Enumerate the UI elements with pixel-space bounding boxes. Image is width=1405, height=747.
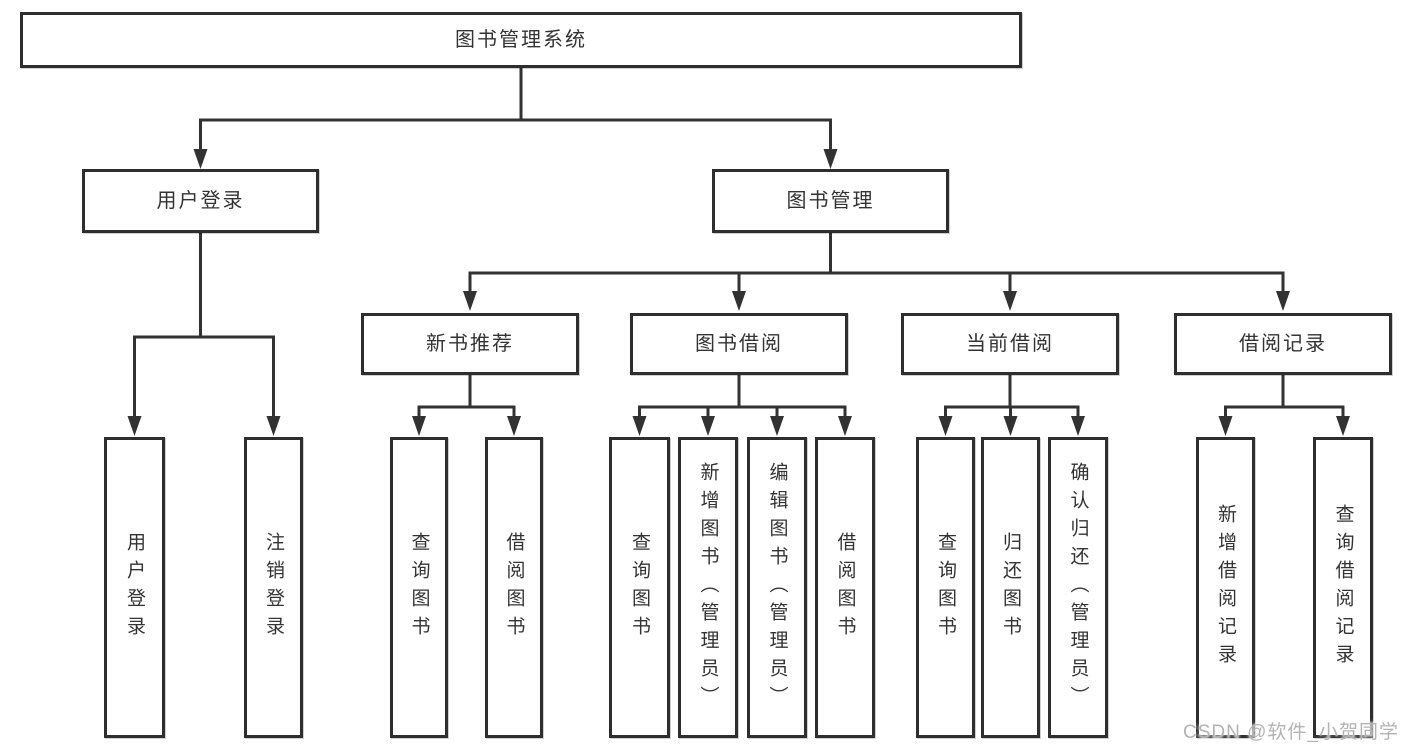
leaf-query-borrow-record: 查询借阅记录 <box>1313 437 1373 738</box>
leaf-borrow-books-2: 借阅图书 <box>815 437 875 738</box>
node-label: 查询借阅记录 <box>1332 503 1354 672</box>
node-borrowing-records: 借阅记录 <box>1174 313 1392 375</box>
node-label: 编辑图书（管理员） <box>766 461 788 714</box>
node-label: 查询图书 <box>629 531 650 644</box>
node-book-borrowing: 图书借阅 <box>630 313 848 375</box>
node-current-borrowing: 当前借阅 <box>901 313 1119 375</box>
node-label: 图书借阅 <box>695 333 783 355</box>
node-label: 用户登录 <box>124 531 145 644</box>
leaf-return-books: 归还图书 <box>981 437 1040 738</box>
node-library-management-system: 图书管理系统 <box>20 12 1022 68</box>
node-label: 图书管理 <box>786 190 875 212</box>
leaf-borrow-books-1: 借阅图书 <box>485 437 543 738</box>
node-label: 归还图书 <box>1000 531 1021 644</box>
leaf-confirm-return-admin: 确认归还（管理员） <box>1048 437 1108 738</box>
node-label: 借阅记录 <box>1239 333 1327 355</box>
node-label: 新书推荐 <box>426 333 514 355</box>
node-label: 确认归还（管理员） <box>1067 461 1089 714</box>
node-label: 当前借阅 <box>966 333 1054 355</box>
leaf-add-books-admin: 新增图书（管理员） <box>678 437 738 738</box>
node-label: 新增图书（管理员） <box>697 461 719 714</box>
node-book-management: 图书管理 <box>712 169 949 233</box>
leaf-query-books-2: 查询图书 <box>609 437 670 738</box>
node-label: 借阅图书 <box>834 531 856 644</box>
leaf-query-books-3: 查询图书 <box>916 437 975 738</box>
leaf-query-books-1: 查询图书 <box>390 437 448 738</box>
leaf-user-login: 用户登录 <box>104 437 165 738</box>
node-label: 查询图书 <box>408 531 430 644</box>
node-new-book-recommendation: 新书推荐 <box>361 313 579 375</box>
leaf-logout-login: 注销登录 <box>244 437 303 738</box>
node-label: 查询图书 <box>935 531 956 644</box>
node-label: 图书管理系统 <box>455 29 587 51</box>
leaf-add-borrow-record: 新增借阅记录 <box>1196 437 1255 738</box>
node-user-login: 用户登录 <box>82 169 319 233</box>
node-label: 注销登录 <box>263 531 284 644</box>
node-label: 借阅图书 <box>503 531 525 644</box>
csdn-watermark: CSDN @软件_小贺同学 <box>1183 722 1399 743</box>
node-label: 用户登录 <box>156 190 245 212</box>
node-label: 新增借阅记录 <box>1215 503 1236 672</box>
leaf-edit-books-admin: 编辑图书（管理员） <box>747 437 807 738</box>
